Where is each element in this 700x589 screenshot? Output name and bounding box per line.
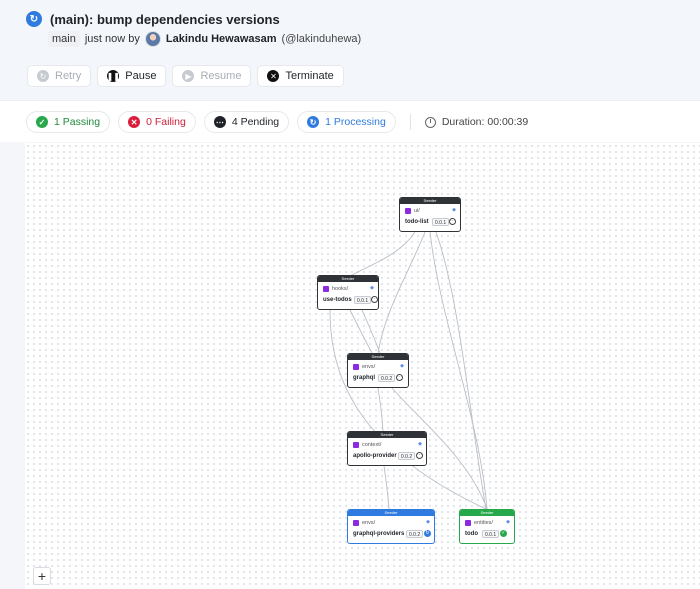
pending-icon: ⋯ <box>449 218 456 225</box>
scope-label: envs/ <box>362 364 376 370</box>
pause-label: Pause <box>125 70 157 82</box>
action-buttons: ↻ Retry ❚❚ Pause ▶ Resume ✕ Terminate <box>27 65 344 87</box>
node-scope: entities/ <box>465 520 493 526</box>
status-flag-icon: ◆ <box>426 519 430 525</box>
version-badge: 0.0.2 <box>378 374 396 382</box>
scope-label: entities/ <box>474 520 493 526</box>
status-flag-icon: ◆ <box>452 207 456 213</box>
error-icon: ✕ <box>128 116 141 128</box>
node-name: todo-list <box>405 219 429 225</box>
graph-node-todo[interactable]: Seeder entities/ todo 0.0.1 ✓ ◆ <box>459 509 515 544</box>
node-scope: ui/ <box>405 208 420 214</box>
node-name: use-todos <box>323 297 352 303</box>
node-scope: hooks/ <box>323 286 348 292</box>
avatar <box>144 31 161 47</box>
retry-button[interactable]: ↻ Retry <box>27 65 92 87</box>
processing-filter[interactable]: ↻ 1 Processing <box>297 111 396 133</box>
status-flag-icon: ◆ <box>400 363 404 369</box>
node-name: todo <box>465 531 478 537</box>
status-row: ✓ 1 Passing ✕ 0 Failing ⋯ 4 Pending ↻ 1 … <box>26 111 528 133</box>
graph-node-todo-list[interactable]: Seeder ui/ todo-list 0.0.1 ⋯ ◆ <box>399 197 461 232</box>
passing-label: 1 Passing <box>54 116 101 128</box>
status-flag-icon: ◆ <box>370 285 374 291</box>
pending-icon: ⋯ <box>416 452 423 459</box>
node-name: apollo-provider <box>353 453 397 459</box>
pending-icon: ⋯ <box>396 374 403 381</box>
retry-icon: ↻ <box>37 70 49 82</box>
graph-node-use-todos[interactable]: Seeder hooks/ use-todos 0.0.1 ⋯ ◆ <box>317 275 379 310</box>
timestamp: just now by <box>84 33 140 45</box>
node-scope: context/ <box>353 442 381 448</box>
graph-node-apollo-provider[interactable]: Seeder context/ apollo-provider 0.0.2 ⋯ … <box>347 431 427 466</box>
branch-badge[interactable]: main <box>48 31 80 47</box>
passing-filter[interactable]: ✓ 1 Passing <box>26 111 111 133</box>
check-icon: ✓ <box>500 530 507 537</box>
author-name[interactable]: Lakindu Hewawasam <box>165 33 277 45</box>
pipeline-header: ↻ (main): bump dependencies versions mai… <box>0 0 700 100</box>
scope-label: context/ <box>362 442 382 448</box>
pending-icon: ⋯ <box>213 116 226 128</box>
version-badge: 0.0.2 <box>406 530 424 538</box>
scope-icon <box>353 364 359 370</box>
divider <box>409 114 411 130</box>
processing-icon: ↻ <box>26 11 42 27</box>
duration-label: Duration: 00:00:39 <box>441 116 529 128</box>
graph-node-graphql-providers[interactable]: Seeder envs/ graphql-providers 0.0.2 ↻ ◆ <box>347 509 435 544</box>
pending-icon: ⋯ <box>371 296 378 303</box>
node-header: Seeder <box>348 510 434 516</box>
processing-label: 1 Processing <box>325 116 386 128</box>
pending-label: 4 Pending <box>231 116 280 128</box>
resume-button[interactable]: ▶ Resume <box>172 65 252 87</box>
zoom-in-button[interactable]: + <box>33 567 51 585</box>
scope-label: hooks/ <box>332 286 349 292</box>
scope-icon <box>353 442 359 448</box>
version-badge: 0.0.1 <box>482 530 500 538</box>
graph-node-graphql[interactable]: Seeder envs/ graphql 0.0.2 ⋯ ◆ <box>347 353 409 388</box>
sync-icon: ↻ <box>307 116 320 128</box>
failing-label: 0 Failing <box>146 116 186 128</box>
status-flag-icon: ◆ <box>506 519 510 525</box>
page-title: (main): bump dependencies versions <box>50 11 280 27</box>
node-header: Seeder <box>400 198 460 204</box>
close-icon: ✕ <box>267 70 280 82</box>
node-name: graphql <box>353 375 375 381</box>
scope-icon <box>405 208 411 214</box>
status-flag-icon: ◆ <box>418 441 422 447</box>
node-header: Seeder <box>460 510 514 516</box>
scope-icon <box>353 520 359 526</box>
node-scope: envs/ <box>353 364 375 370</box>
scope-icon <box>465 520 471 526</box>
meta-row: main just now by Lakindu Hewawasam (@lak… <box>48 31 361 47</box>
duration: Duration: 00:00:39 <box>424 116 529 128</box>
node-name: graphql-providers <box>353 531 405 537</box>
scope-icon <box>323 286 329 292</box>
node-header: Seeder <box>348 432 426 438</box>
play-icon: ▶ <box>182 70 195 82</box>
check-icon: ✓ <box>36 116 48 128</box>
retry-label: Retry <box>55 70 82 82</box>
scope-label: envs/ <box>362 520 376 526</box>
version-badge: 0.0.2 <box>398 452 416 460</box>
pending-filter[interactable]: ⋯ 4 Pending <box>203 111 290 133</box>
node-header: Seeder <box>318 276 378 282</box>
resume-label: Resume <box>200 70 242 82</box>
pause-button[interactable]: ❚❚ Pause <box>97 65 167 87</box>
status-bar: ✓ 1 Passing ✕ 0 Failing ⋯ 4 Pending ↻ 1 … <box>0 100 700 142</box>
failing-filter[interactable]: ✕ 0 Failing <box>118 111 196 133</box>
terminate-label: Terminate <box>285 70 334 82</box>
title-row: ↻ (main): bump dependencies versions <box>26 11 280 27</box>
version-badge: 0.0.1 <box>432 218 450 226</box>
node-header: Seeder <box>348 354 408 360</box>
author-handle: (@lakinduhewa) <box>281 33 362 45</box>
sync-icon: ↻ <box>424 530 431 537</box>
scope-label: ui/ <box>414 208 420 214</box>
version-badge: 0.0.1 <box>354 296 372 304</box>
terminate-button[interactable]: ✕ Terminate <box>257 65 344 87</box>
node-scope: envs/ <box>353 520 375 526</box>
clock-icon <box>424 116 436 128</box>
pause-icon: ❚❚ <box>106 70 120 82</box>
